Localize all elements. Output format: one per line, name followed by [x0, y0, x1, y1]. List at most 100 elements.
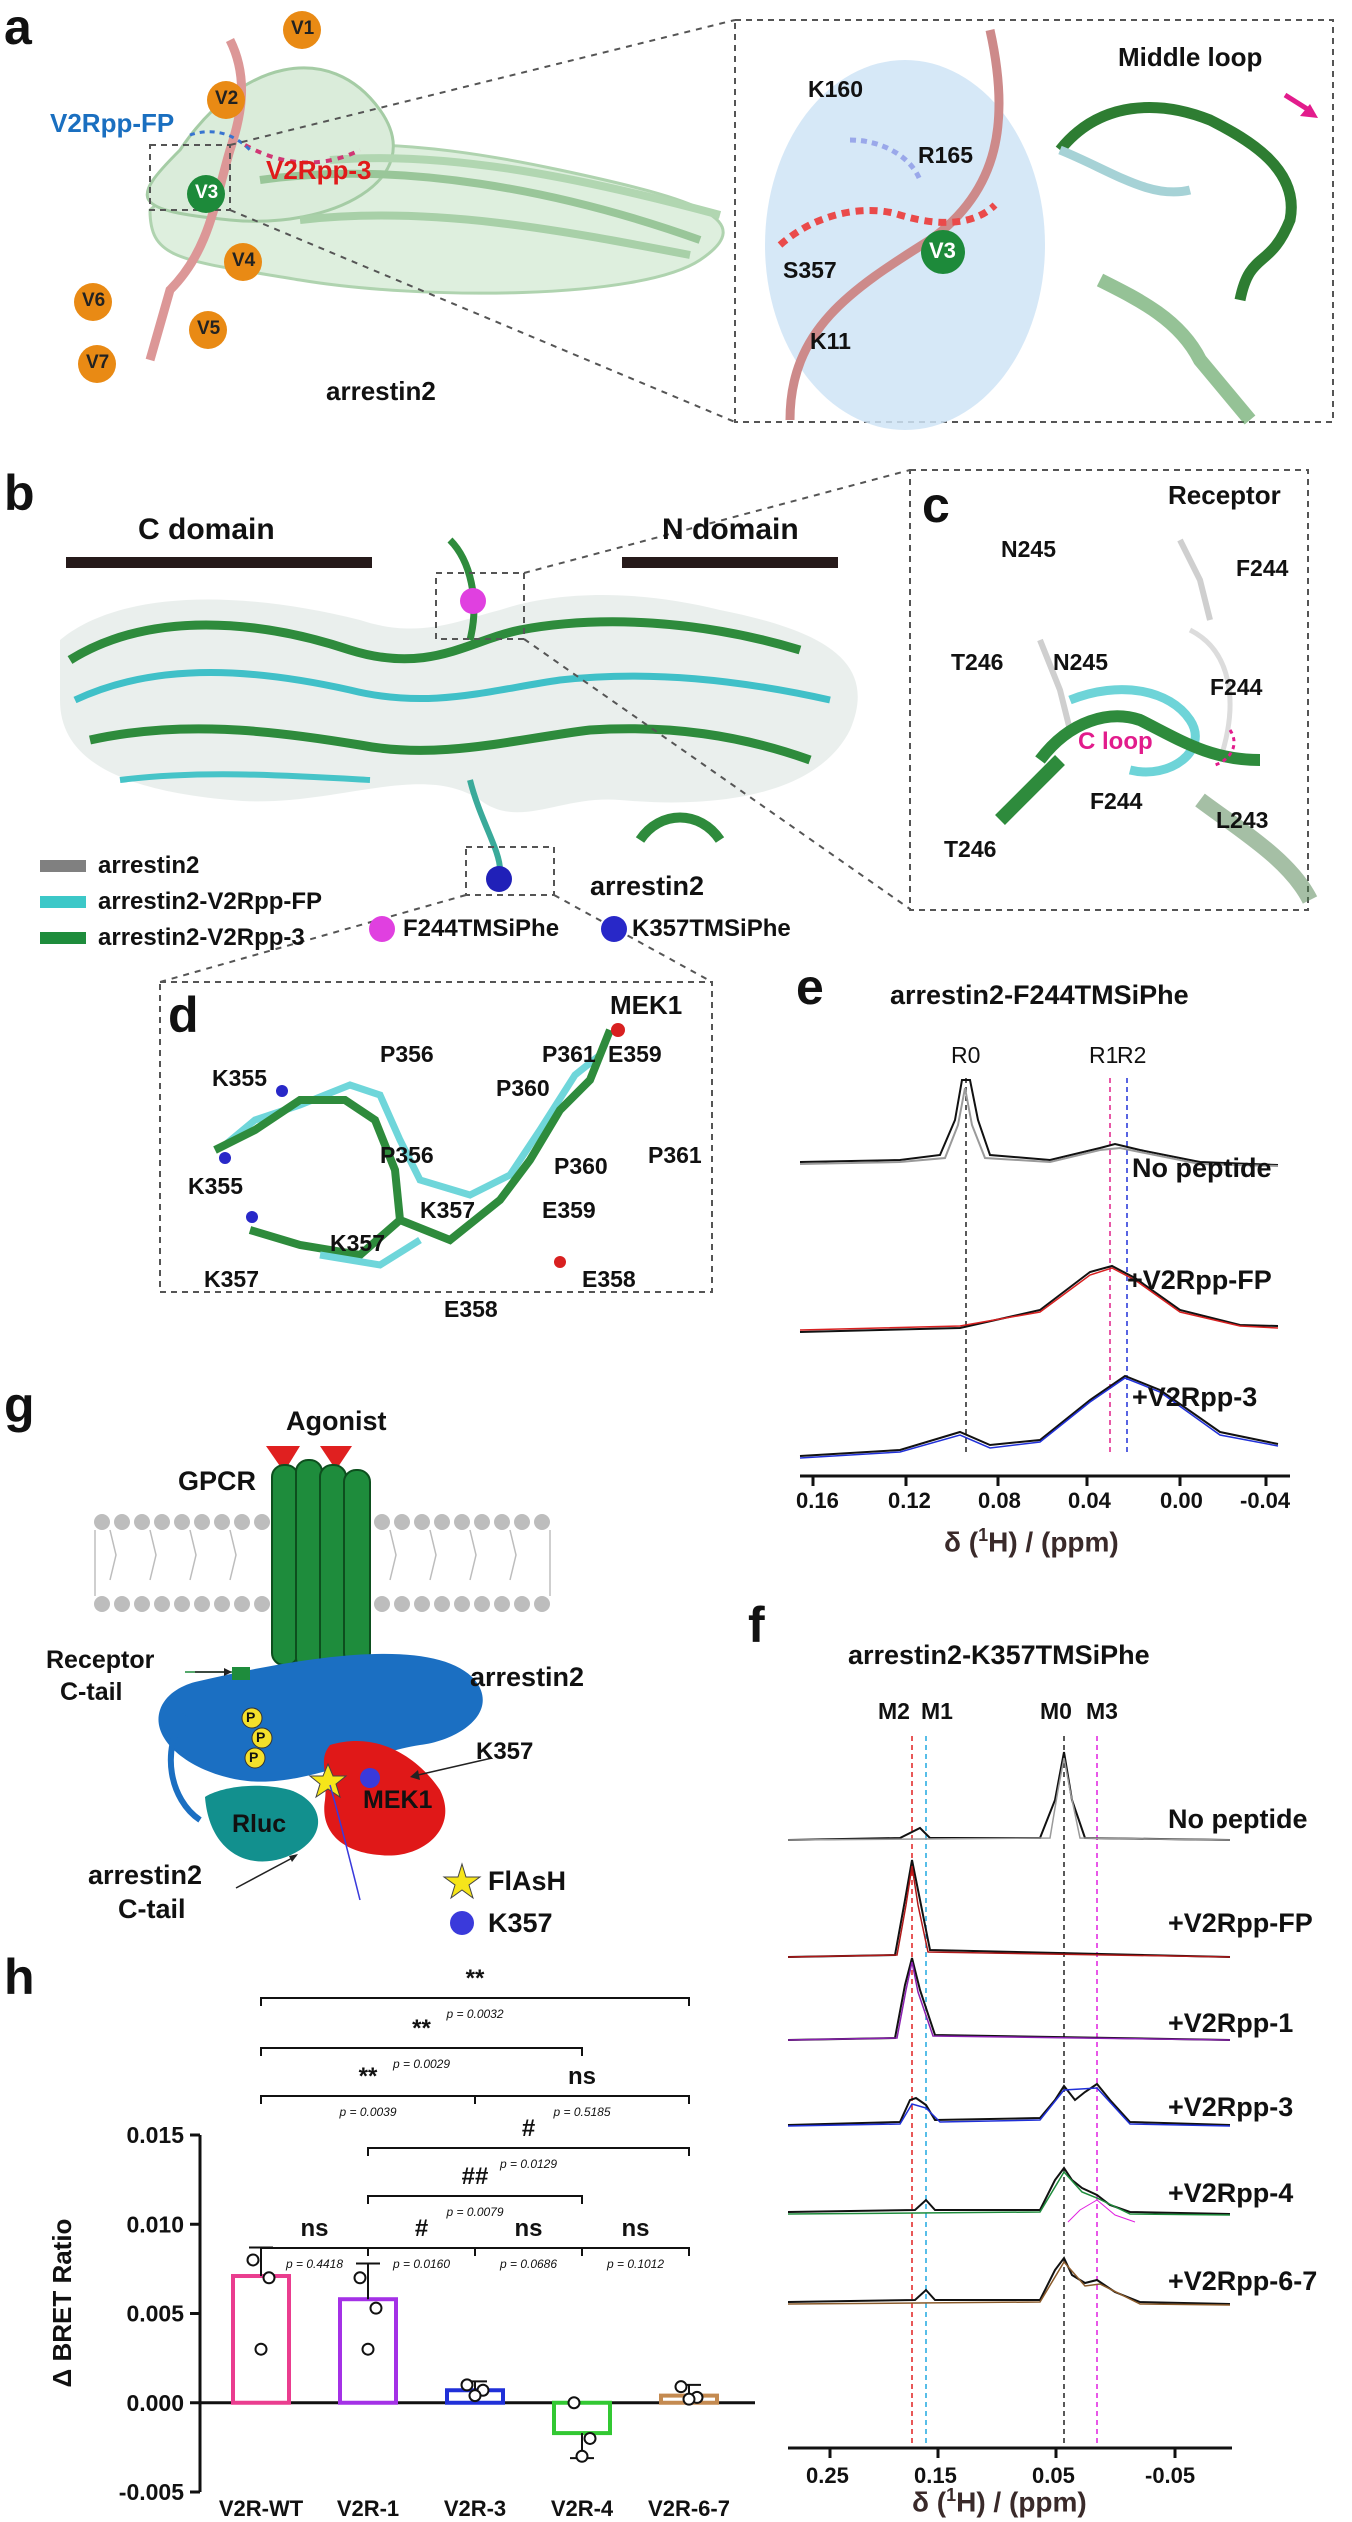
- f-trace-v2rpp-6-7: +V2Rpp-6-7: [1168, 2266, 1318, 2296]
- h-sig-mark: **: [466, 1965, 485, 1992]
- h-bracket: [260, 2247, 369, 2256]
- h-data-point: [262, 2271, 276, 2285]
- g-p-1: P: [246, 1709, 256, 1725]
- g-legend-flash: FlAsH: [488, 1866, 567, 1896]
- e-trace-v2rpp-fp: +V2Rpp-FP: [1127, 1265, 1272, 1295]
- c-res-n245-top: N245: [1001, 536, 1056, 562]
- e-xlabel: δ (1H) / (ppm): [944, 1526, 1119, 1556]
- h-sig-mark: ns: [300, 2215, 328, 2242]
- v-label-6: V6: [82, 290, 106, 311]
- panel-f-letter: f: [748, 1597, 765, 1653]
- h-bracket: [260, 2095, 476, 2104]
- e-tick-4: 0.00: [1160, 1488, 1203, 1513]
- d-res-e358-right: E358: [582, 1266, 636, 1292]
- h-p-value: p = 0.5185: [552, 2105, 610, 2119]
- n-domain-label: N domain: [662, 513, 799, 546]
- panel-a-letter: a: [4, 0, 32, 55]
- h-category-label: V2R-3: [444, 2496, 506, 2521]
- e-peak-r1: R1: [1089, 1042, 1119, 1068]
- h-p-value: p = 0.0160: [392, 2257, 450, 2271]
- panel-d-structure: [213, 1023, 625, 1269]
- h-bar: [231, 2274, 291, 2405]
- v-site-markers: [74, 11, 321, 383]
- d-res-p360-top: P360: [496, 1075, 550, 1101]
- f-tick-2: 0.05: [1032, 2463, 1075, 2488]
- d-res-k357-low: K357: [204, 1266, 259, 1292]
- residue-s357: S357: [783, 257, 837, 283]
- h-sig-mark: #: [415, 2215, 428, 2242]
- h-sig-mark: **: [359, 2063, 378, 2090]
- arrestin2-label-b: arrestin2: [590, 871, 705, 901]
- h-data-point: [682, 2392, 696, 2406]
- h-data-point: [369, 2301, 383, 2315]
- e-tick-2: 0.08: [978, 1488, 1021, 1513]
- g-arr-ctail-2: C-tail: [118, 1894, 186, 1924]
- h-bracket: [367, 2195, 583, 2204]
- panel-e-letter: e: [796, 959, 824, 1015]
- f-peak-m0: M0: [1040, 1698, 1072, 1724]
- panel-e-spectra: [799, 1078, 1290, 1486]
- d-res-e359-top: E359: [608, 1041, 662, 1067]
- c-res-f244-mid: F244: [1210, 674, 1263, 700]
- h-sig-mark: ##: [462, 2163, 489, 2190]
- c-loop-label: C loop: [1078, 728, 1153, 755]
- v2rpp-fp-label: V2Rpp-FP: [50, 108, 175, 138]
- panel-g-schematic: [94, 1446, 551, 1935]
- d-res-k357-left: K357: [330, 1230, 385, 1256]
- h-data-point: [361, 2342, 375, 2356]
- e-xlabel-post: H) / (ppm): [988, 1526, 1119, 1558]
- panel-a-zoom-structure: [765, 29, 1318, 430]
- h-p-value: p = 0.0039: [338, 2105, 396, 2119]
- residue-k160: K160: [808, 76, 863, 102]
- h-bracket: [581, 2247, 690, 2256]
- h-bracket: [367, 2147, 690, 2156]
- v-label-2: V2: [215, 88, 239, 109]
- v-label-3: V3: [195, 182, 219, 203]
- v2rpp-3-label: V2Rpp-3: [266, 155, 372, 185]
- d-res-e358-low: E358: [444, 1296, 498, 1322]
- c-res-t246-top: T246: [951, 649, 1004, 675]
- panel-b-structure: [60, 469, 911, 983]
- e-peak-r2: R2: [1117, 1042, 1147, 1068]
- h-bracket: [260, 1997, 690, 2006]
- f-tick-0: 0.25: [806, 2463, 849, 2488]
- legend-arrestin2-v2rpp-3: arrestin2-V2Rpp-3: [98, 924, 305, 951]
- v3-zoom-label: V3: [929, 238, 956, 263]
- v-label-5: V5: [197, 318, 221, 339]
- v-label-4: V4: [232, 250, 256, 271]
- h-bracket: [367, 2247, 476, 2256]
- e-xlabel-sup: 1: [978, 1525, 989, 1545]
- residue-k11: K11: [810, 328, 851, 354]
- f-xlabel-post: H) / (ppm): [956, 2486, 1087, 2518]
- h-category-label: V2R-WT: [219, 2496, 304, 2521]
- panel-f-spectra: [787, 1736, 1232, 2458]
- panel-h-letter: h: [4, 1949, 35, 2005]
- v-label-7: V7: [86, 352, 110, 373]
- panel-b-letter: b: [4, 465, 35, 521]
- f-tick-3: -0.05: [1145, 2463, 1196, 2488]
- c-domain-label: C domain: [138, 513, 275, 546]
- c-res-t246-low: T246: [944, 836, 997, 862]
- e-tick-5: -0.04: [1240, 1488, 1291, 1513]
- h-sig-mark: **: [412, 2015, 431, 2042]
- h-bracket: [260, 2047, 583, 2056]
- panel-f-title: arrestin2-K357TMSiPhe: [848, 1640, 1150, 1670]
- h-sig-mark: #: [522, 2115, 535, 2142]
- f-trace-v2rpp-1: +V2Rpp-1: [1168, 2008, 1294, 2038]
- f-trace-no-peptide: No peptide: [1168, 1804, 1308, 1834]
- d-res-k355-low: K355: [188, 1173, 243, 1199]
- panel-g-letter: g: [4, 1377, 35, 1433]
- g-receptor-ctail-1: Receptor: [46, 1646, 155, 1674]
- legend-k357tmsiphe: K357TMSiPhe: [632, 915, 791, 942]
- h-data-point: [583, 2431, 597, 2445]
- panel-c-structure: [995, 538, 1318, 904]
- e-peak-r0: R0: [951, 1042, 981, 1068]
- g-rluc: Rluc: [232, 1810, 287, 1838]
- e-tick-1: 0.12: [888, 1488, 931, 1513]
- h-bracket: [474, 2247, 583, 2256]
- panel-a-inset-box: [149, 144, 231, 211]
- h-p-value: p = 0.0079: [445, 2205, 503, 2219]
